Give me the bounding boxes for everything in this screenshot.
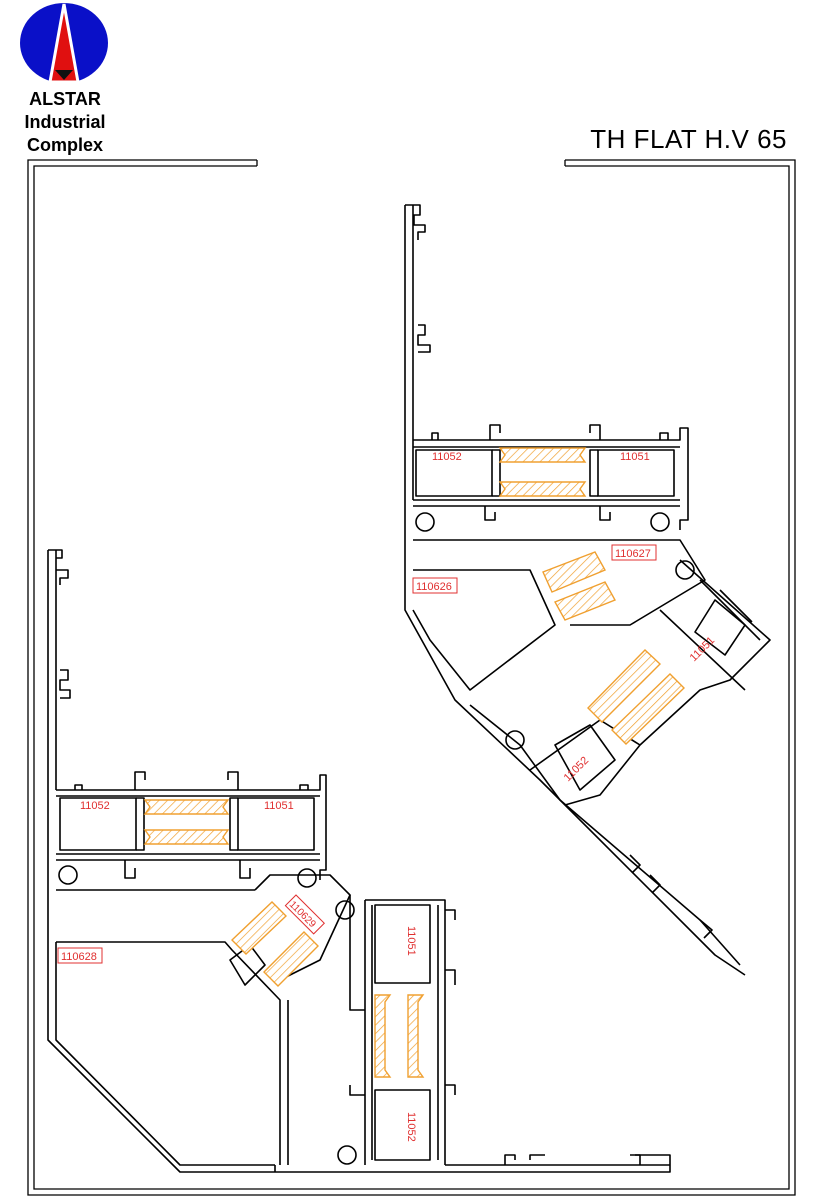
lower-screw-port-a <box>58 865 78 885</box>
label-upper-corner-inner: 110626 <box>416 581 452 593</box>
label-lower-vert-sash-a: 11051 <box>405 926 417 956</box>
lower-corner-box <box>55 874 351 1166</box>
label-upper-diag-sash-b: 11052 <box>562 755 592 785</box>
lower-bottom-rail <box>274 1154 670 1172</box>
upper-right-sash-chamber <box>597 449 675 497</box>
upper-screw-port-b <box>650 512 670 532</box>
lower-assembly <box>47 549 671 1173</box>
upper-thermal-strip-d <box>554 581 616 621</box>
label-upper-right-sash: 11051 <box>620 451 650 463</box>
lower-right-sash-chamber <box>237 797 315 851</box>
label-lower-left-sash: 11052 <box>80 800 110 812</box>
upper-left-sash-chamber <box>415 449 493 497</box>
lower-thermal-strip-a <box>143 799 230 815</box>
label-lower-vert-sash-b: 11052 <box>405 1112 417 1142</box>
lower-vert-sash-a-chamber <box>374 904 431 984</box>
upper-assembly <box>404 204 771 976</box>
label-lower-corner-outer: 110629 <box>287 899 318 930</box>
upper-transom <box>413 424 689 530</box>
lower-part-labels: 11052 11051 110628 110629 11051 11052 <box>57 800 417 1142</box>
label-lower-right-sash: 11051 <box>264 800 294 812</box>
drawing-title: TH FLAT H.V 65 <box>590 124 787 154</box>
upper-diagonal-arm <box>469 559 771 966</box>
drawing-frame <box>27 159 796 1196</box>
label-lower-corner-inner: 110628 <box>61 951 97 963</box>
upper-screw-port-a <box>415 512 435 532</box>
upper-thermal-breaks <box>498 447 685 745</box>
lower-thermal-strip-c <box>230 901 288 955</box>
alstar-logo <box>20 3 108 84</box>
lower-vertical-sashes <box>349 895 456 1165</box>
upper-thermal-strip-c <box>542 551 606 593</box>
upper-corner-box <box>412 539 706 691</box>
label-upper-left-sash: 11052 <box>432 451 462 463</box>
lower-vert-sash-b-chamber <box>374 1089 431 1161</box>
lower-thermal-strip-d <box>263 931 319 987</box>
logo-text-line2: Industrial <box>24 112 106 132</box>
upper-thermal-strip-a <box>498 447 587 463</box>
lower-thermal-strip-e <box>374 994 392 1078</box>
lower-left-sash-chamber <box>59 797 137 851</box>
upper-frame-leg <box>404 204 746 976</box>
upper-thermal-strip-f <box>611 673 685 745</box>
logo-text-line3: Complex <box>26 135 104 155</box>
label-upper-corner-outer: 110627 <box>615 548 651 560</box>
lower-transom <box>56 771 327 880</box>
upper-thermal-strip-b <box>498 481 587 497</box>
logo-text-line1: ALSTAR <box>29 89 101 109</box>
lower-frame-leg <box>47 549 671 1173</box>
lower-thermal-strip-b <box>143 829 230 845</box>
lower-thermal-strip-f <box>407 994 425 1078</box>
upper-thermal-strip-e <box>587 649 662 723</box>
logo-arrow-icon <box>55 70 73 80</box>
lower-thermal-breaks <box>143 799 425 1078</box>
logo-triangle <box>48 3 80 84</box>
